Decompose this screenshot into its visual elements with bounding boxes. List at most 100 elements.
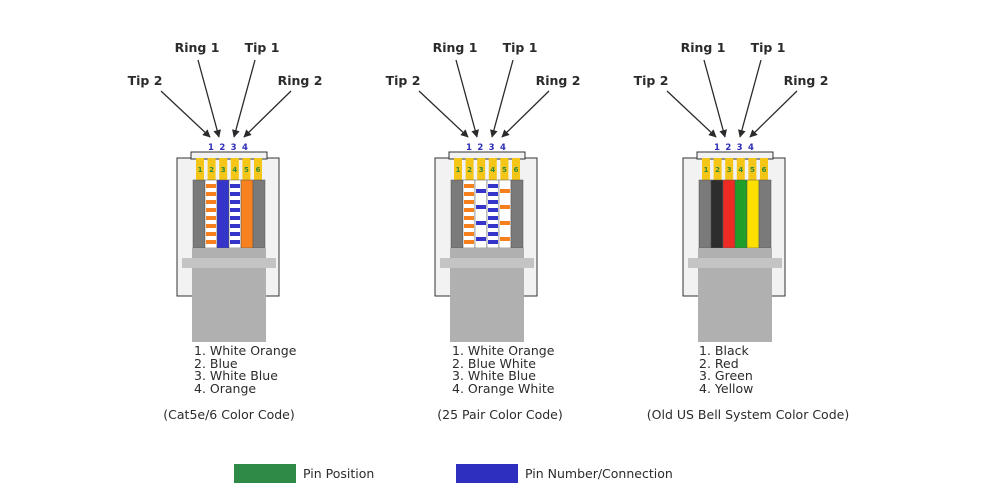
wire-stripe <box>464 200 474 204</box>
pin-number: 2 <box>219 143 225 153</box>
wire-stripe <box>488 240 498 244</box>
wire-list-cat5e: 1. White Orange 2. Blue 3. White Blue 4.… <box>194 343 297 395</box>
wire-gray <box>699 180 711 248</box>
gold-pin <box>760 158 768 180</box>
connector-tab <box>696 151 774 160</box>
pin-number: 3 <box>231 143 237 153</box>
caption-cat5e: (Cat5e/6 Color Code) <box>163 407 295 422</box>
gold-pin <box>488 158 497 180</box>
arrow-tip1-icon <box>232 59 256 138</box>
wire-stripe <box>230 216 240 220</box>
gold-pin <box>254 158 262 180</box>
wire-white-orange <box>463 180 475 248</box>
pin-position: 2 <box>715 166 720 174</box>
list-item: 4. Yellow <box>699 380 754 396</box>
label-tip2: Tip 2 <box>634 73 669 88</box>
wire-list-bell: 1. Black 2. Red 3. Green 4. Yellow <box>699 344 754 396</box>
wire-stripe <box>500 205 510 209</box>
list-item: 1. White Orange <box>194 343 297 358</box>
arrow-ring1-icon <box>455 59 479 138</box>
wire-stripe <box>488 208 498 212</box>
legend-label-pin-number: Pin Number/Connection <box>525 466 673 481</box>
wire-stripe <box>464 224 474 228</box>
list-item: 2. Red <box>699 355 739 371</box>
gold-pin <box>713 158 722 180</box>
wire-white-blue <box>229 180 241 248</box>
wire-stripe <box>464 216 474 220</box>
wire-stripe <box>476 221 486 225</box>
gold-pin <box>207 158 216 180</box>
wire-orange <box>241 180 253 248</box>
label-ring2: Ring 2 <box>784 73 829 88</box>
boot-flange <box>440 258 534 268</box>
wire-stripe <box>500 189 510 193</box>
label-ring2: Ring 2 <box>536 73 581 88</box>
wire-list-25pair: 1. White Orange 2. Blue White 3. White B… <box>452 343 555 395</box>
arrow-tip2-icon <box>160 90 211 138</box>
arrow-tip1-icon <box>738 59 762 138</box>
wire-yellow <box>747 180 759 248</box>
wire-white-orange <box>205 180 217 248</box>
pin-number: 4 <box>500 143 506 153</box>
arrow-ring1-icon <box>197 59 221 138</box>
pin-position: 1 <box>456 166 461 174</box>
gold-pin <box>500 158 509 180</box>
wire-green <box>735 180 747 248</box>
pin-position: 4 <box>490 166 495 174</box>
label-ring1: Ring 1 <box>681 40 726 55</box>
label-ring2: Ring 2 <box>278 73 323 88</box>
pin-position: 6 <box>514 166 519 174</box>
pin-position: 5 <box>502 166 507 174</box>
wire-stripe <box>230 232 240 236</box>
boot-flange <box>688 258 782 268</box>
arrow-ring2-icon <box>749 90 798 138</box>
pin-position: 3 <box>221 166 226 174</box>
wire-stripe <box>476 237 486 241</box>
arrow-tip2-icon <box>418 90 469 138</box>
pin-number: 3 <box>489 143 495 153</box>
label-ring1: Ring 1 <box>175 40 220 55</box>
pin-number: 4 <box>748 143 754 153</box>
wire-stripe <box>464 184 474 188</box>
arrow-tip1-icon <box>490 59 514 138</box>
list-item: 3. White Blue <box>452 368 536 384</box>
wire-black <box>711 180 723 248</box>
wire-stripe <box>230 208 240 212</box>
wire-stripe <box>230 224 240 228</box>
connector-tab <box>190 151 268 160</box>
pin-position: 2 <box>467 166 472 174</box>
wire-gray <box>253 180 265 248</box>
wire-stripe <box>206 192 216 196</box>
wire-stripe <box>230 240 240 244</box>
pin-number: 4 <box>242 143 248 153</box>
list-item: 1. White Orange <box>452 343 555 358</box>
pin-number: 2 <box>477 143 483 153</box>
wire-stripe <box>476 205 486 209</box>
caption-bell: (Old US Bell System Color Code) <box>646 407 850 422</box>
gold-pin <box>748 158 757 180</box>
label-tip2: Tip 2 <box>128 73 163 88</box>
arrow-ring2-icon <box>501 90 550 138</box>
wire-stripe <box>464 208 474 212</box>
wire-gray <box>511 180 523 248</box>
wire-white-blue <box>475 180 487 248</box>
gold-pin <box>242 158 251 180</box>
wire-stripe <box>500 221 510 225</box>
wire-stripe <box>206 200 216 204</box>
gold-pin <box>196 158 204 180</box>
connector-tab <box>448 151 526 160</box>
wire-stripe <box>488 216 498 220</box>
wire-stripe <box>488 232 498 236</box>
caption-25pair: (25 Pair Color Code) <box>437 407 563 422</box>
label-tip1: Tip 1 <box>245 40 280 55</box>
wire-stripe <box>500 237 510 241</box>
pin-number: 1 <box>208 143 214 153</box>
wire-stripe <box>206 184 216 188</box>
list-item: 3. White Blue <box>194 368 278 384</box>
wire-stripe <box>230 200 240 204</box>
wire-gray <box>759 180 771 248</box>
gold-pin <box>465 158 474 180</box>
